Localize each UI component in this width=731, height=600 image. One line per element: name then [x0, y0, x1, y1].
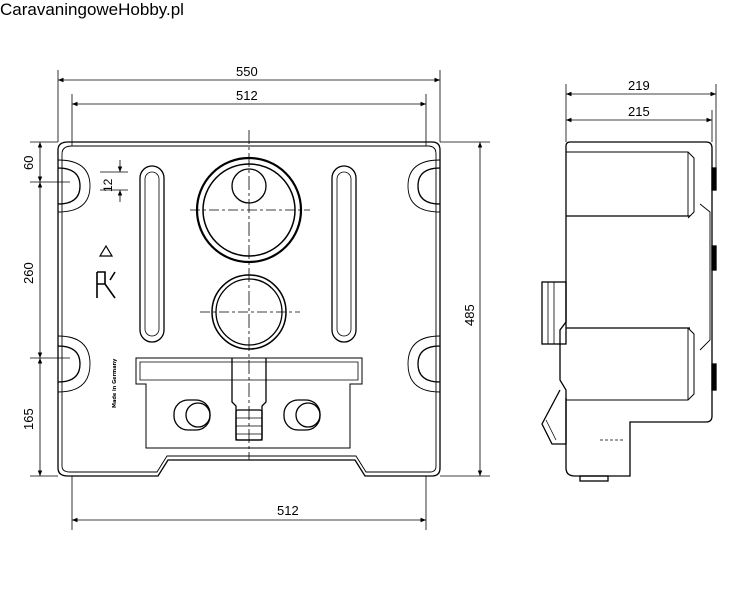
slot-right	[331, 165, 357, 343]
dim-front-bottom-height: 165	[21, 408, 36, 430]
side-tank-outline	[559, 141, 713, 477]
dim-front-top-offset: 60	[21, 156, 36, 170]
side-tab-low	[711, 363, 717, 391]
notch-mid-left	[57, 345, 81, 383]
side-dimensions	[565, 84, 717, 168]
tank-marking: Made in Germany	[112, 358, 118, 408]
side-tab-top	[711, 167, 717, 191]
logo-mark-icon	[96, 271, 116, 299]
notch-mid-right	[417, 345, 441, 383]
front-dimensions	[30, 70, 490, 530]
side-drain-tap	[541, 389, 567, 445]
notch-top-left	[57, 167, 81, 205]
side-view	[541, 141, 717, 482]
dim-side-overall-depth: 219	[628, 78, 650, 93]
slot-left	[139, 165, 165, 343]
dim-front-overall-width: 550	[236, 64, 258, 79]
dim-front-slot-gap: 12	[101, 178, 115, 192]
side-tab-mid	[711, 245, 717, 271]
dim-front-middle-height: 260	[21, 262, 36, 284]
front-tank-outline	[57, 141, 441, 477]
notch-top-right	[417, 167, 441, 205]
recycle-symbol-icon	[98, 244, 114, 257]
dim-front-bottom-width: 512	[277, 503, 299, 518]
dim-side-body-depth: 215	[628, 104, 650, 119]
bottom-recess	[135, 357, 363, 449]
front-view	[57, 130, 441, 477]
side-foot	[579, 475, 609, 482]
dim-front-inner-width: 512	[236, 88, 258, 103]
site-watermark: CaravaningoweHobby.pl	[0, 0, 184, 19]
front-tank-inner-outline	[61, 145, 437, 473]
dim-front-total-height: 485	[462, 304, 477, 326]
